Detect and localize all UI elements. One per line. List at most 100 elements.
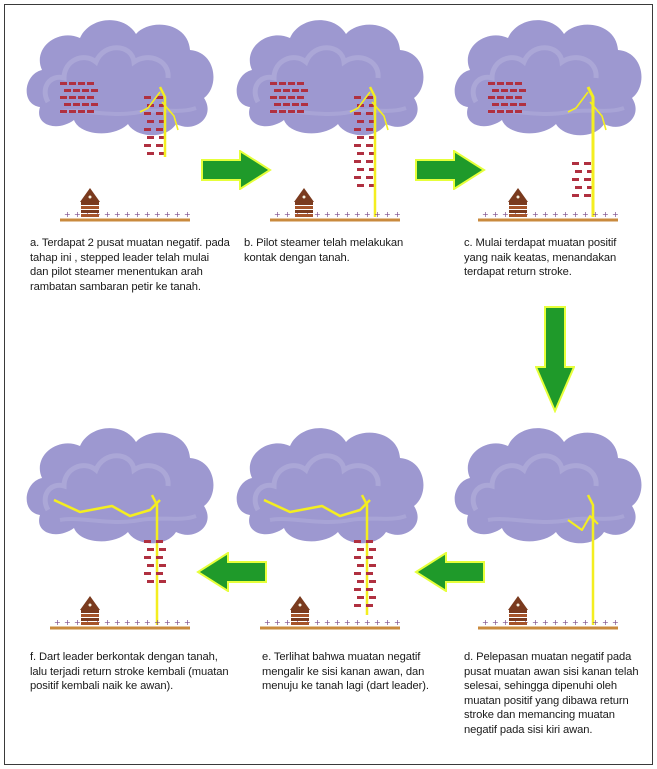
negative-charge-left bbox=[488, 110, 495, 113]
positive-charge: + bbox=[552, 210, 559, 219]
negative-charge-left bbox=[497, 96, 504, 99]
positive-charge: + bbox=[124, 618, 131, 627]
negative-charge-left bbox=[91, 103, 98, 106]
negative-charge-right bbox=[354, 556, 361, 559]
positive-charge: + bbox=[144, 618, 151, 627]
negative-charge-right bbox=[366, 588, 373, 591]
positive-charge: + bbox=[612, 210, 619, 219]
negative-charge-right bbox=[584, 162, 591, 165]
negative-charge-right bbox=[354, 540, 361, 543]
negative-charge-left bbox=[274, 103, 281, 106]
negative-charge-left bbox=[301, 89, 308, 92]
negative-charge-right bbox=[357, 136, 364, 139]
negative-charge-left bbox=[279, 110, 286, 113]
positive-charge: + bbox=[364, 210, 371, 219]
house-wall bbox=[509, 610, 527, 613]
negative-charge-right bbox=[366, 572, 373, 575]
positive-charge: + bbox=[582, 618, 589, 627]
positive-charge: + bbox=[582, 210, 589, 219]
negative-charge-left bbox=[69, 82, 76, 85]
negative-charge-right bbox=[159, 548, 166, 551]
positive-charge: + bbox=[562, 618, 569, 627]
negative-charge-left bbox=[82, 103, 89, 106]
negative-charge-right bbox=[147, 548, 154, 551]
house-window bbox=[89, 604, 92, 607]
house-wall bbox=[295, 202, 313, 205]
negative-charge-left bbox=[73, 103, 80, 106]
positive-charge: + bbox=[164, 618, 171, 627]
positive-charge: + bbox=[134, 618, 141, 627]
negative-charge-right bbox=[156, 556, 163, 559]
negative-charge-right bbox=[369, 580, 376, 583]
positive-charge: + bbox=[532, 618, 539, 627]
negative-charge-left bbox=[506, 82, 513, 85]
negative-charge-left bbox=[87, 82, 94, 85]
arrow-down-c-to-d bbox=[535, 305, 575, 413]
positive-charge: + bbox=[592, 618, 599, 627]
negative-charge-left bbox=[515, 110, 522, 113]
panel-f: ++++++++++++++ bbox=[20, 420, 220, 590]
negative-charge-right bbox=[147, 580, 154, 583]
positive-charge: + bbox=[284, 210, 291, 219]
negative-charge-left bbox=[270, 110, 277, 113]
negative-charge-left bbox=[297, 110, 304, 113]
negative-charge-right bbox=[357, 548, 364, 551]
positive-charge: + bbox=[114, 618, 121, 627]
negative-charge-left bbox=[274, 89, 281, 92]
negative-charge-right bbox=[572, 162, 579, 165]
positive-charge: + bbox=[154, 210, 161, 219]
house-wall bbox=[509, 202, 527, 205]
negative-charge-right bbox=[147, 564, 154, 567]
positive-charge: + bbox=[174, 210, 181, 219]
negative-charge-right bbox=[369, 564, 376, 567]
positive-charge: + bbox=[612, 618, 619, 627]
positive-charge: + bbox=[384, 618, 391, 627]
positive-charge: + bbox=[592, 210, 599, 219]
caption-a: a. Terdapat 2 pusat muatan negatif. pada… bbox=[30, 236, 230, 294]
positive-charge: + bbox=[334, 618, 341, 627]
negative-charge-right bbox=[144, 96, 151, 99]
positive-charge: + bbox=[394, 618, 401, 627]
arrow-right-a-to-b bbox=[200, 150, 272, 190]
negative-charge-left bbox=[87, 96, 94, 99]
negative-charge-right bbox=[366, 604, 373, 607]
negative-charge-left bbox=[283, 89, 290, 92]
house-roof bbox=[80, 188, 100, 202]
negative-charge-left bbox=[497, 110, 504, 113]
arrow-right-b-to-c bbox=[414, 150, 486, 190]
negative-charge-left bbox=[506, 96, 513, 99]
house-wall bbox=[81, 614, 99, 617]
caption-e: e. Terlihat bahwa muatan negatif mengali… bbox=[262, 650, 442, 694]
negative-charge-right bbox=[144, 540, 151, 543]
negative-charge-left bbox=[515, 82, 522, 85]
negative-charge-left bbox=[82, 89, 89, 92]
negative-charge-right bbox=[369, 596, 376, 599]
negative-charge-right bbox=[366, 556, 373, 559]
house-wall bbox=[81, 610, 99, 613]
negative-charge-right bbox=[354, 96, 361, 99]
positive-charge: + bbox=[264, 618, 271, 627]
negative-charge-right bbox=[357, 580, 364, 583]
illustration-d: ++++++++++++++ bbox=[448, 420, 648, 635]
negative-charge-right bbox=[357, 120, 364, 123]
positive-charge: + bbox=[562, 210, 569, 219]
positive-charge: + bbox=[374, 618, 381, 627]
negative-charge-right bbox=[357, 596, 364, 599]
positive-charge: + bbox=[334, 210, 341, 219]
negative-charge-right bbox=[354, 128, 361, 131]
positive-charge: + bbox=[104, 210, 111, 219]
negative-charge-right bbox=[159, 564, 166, 567]
illustration-b: +++++++++++++ bbox=[230, 12, 430, 227]
negative-charge-right bbox=[354, 588, 361, 591]
positive-charge: + bbox=[64, 210, 71, 219]
negative-charge-left bbox=[78, 96, 85, 99]
house-window bbox=[299, 604, 302, 607]
negative-charge-left bbox=[60, 96, 67, 99]
positive-charge: + bbox=[314, 210, 321, 219]
house-wall bbox=[509, 214, 527, 217]
arrow-left-e-to-f bbox=[196, 552, 268, 592]
negative-charge-right bbox=[584, 178, 591, 181]
negative-charge-right bbox=[156, 540, 163, 543]
negative-charge-left bbox=[488, 96, 495, 99]
house-wall bbox=[509, 614, 527, 617]
